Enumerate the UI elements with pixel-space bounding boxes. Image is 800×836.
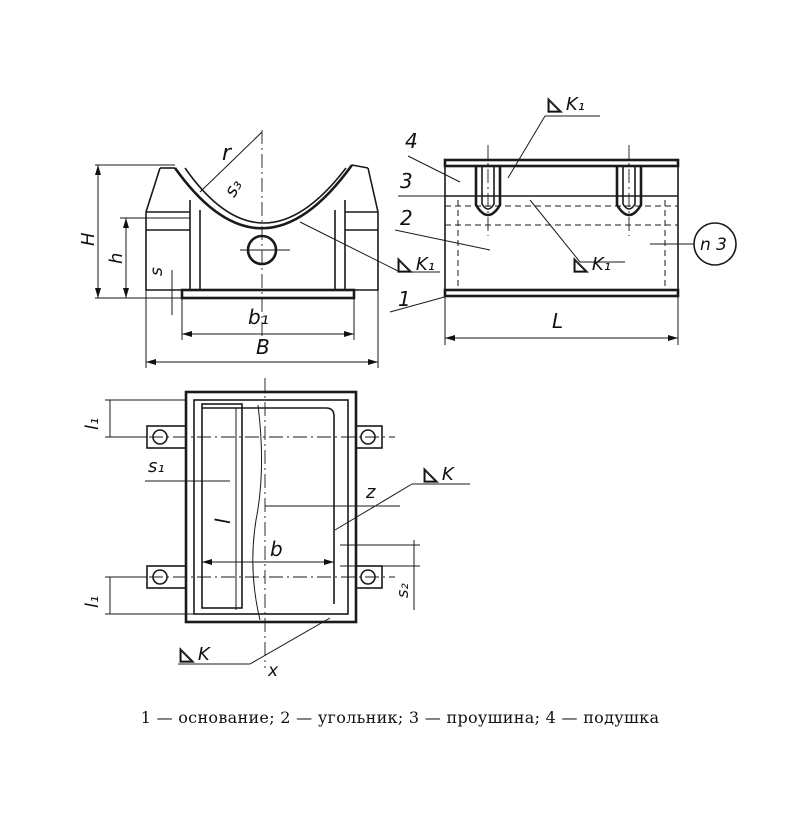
part-4: 4 <box>405 129 418 153</box>
label-K1-side: ◺K₁ <box>574 254 611 275</box>
saddle-pad <box>173 164 354 230</box>
label-x: x <box>267 661 279 681</box>
label-l1-top: l₁ <box>82 418 103 430</box>
label-K1-top: ◺K₁ <box>548 94 585 115</box>
label-K-left: ◺K <box>180 644 211 665</box>
label-h: h <box>106 253 127 264</box>
base-plate <box>180 288 356 300</box>
label-l1-bottom: l₁ <box>82 596 103 608</box>
label-z: z <box>365 482 376 503</box>
label-b: b <box>270 537 283 561</box>
label-s: s <box>147 267 167 276</box>
part-1: 1 <box>398 287 411 311</box>
label-K1-front: ◺K₁ <box>398 254 435 275</box>
label-H: H <box>78 232 99 246</box>
side-view: 4 3 2 1 ◺K₁ ◺K₁ n 3 L <box>389 94 737 345</box>
label-K-right: ◺K <box>424 464 455 485</box>
part-2: 2 <box>400 206 413 230</box>
label-s3: s₃ <box>220 176 246 201</box>
label-s2: s₂ <box>393 583 412 598</box>
label-b1: b₁ <box>248 305 269 329</box>
front-view: r s₃ H h s b₁ B ◺K₁ <box>78 130 440 368</box>
figure-caption: 1 — основание; 2 — угольник; 3 — проушин… <box>140 708 660 727</box>
label-n3: n 3 <box>700 235 727 255</box>
label-r: r <box>222 141 233 166</box>
n3-callout-circle <box>693 222 737 266</box>
plan-view: l₁ l₁ s₁ l b z x s₂ ◺K ◺K <box>82 378 470 681</box>
label-L: L <box>552 309 563 333</box>
part-3: 3 <box>400 169 413 193</box>
label-B: B <box>256 335 270 359</box>
label-l: l <box>211 518 235 524</box>
label-s1: s₁ <box>148 456 165 477</box>
